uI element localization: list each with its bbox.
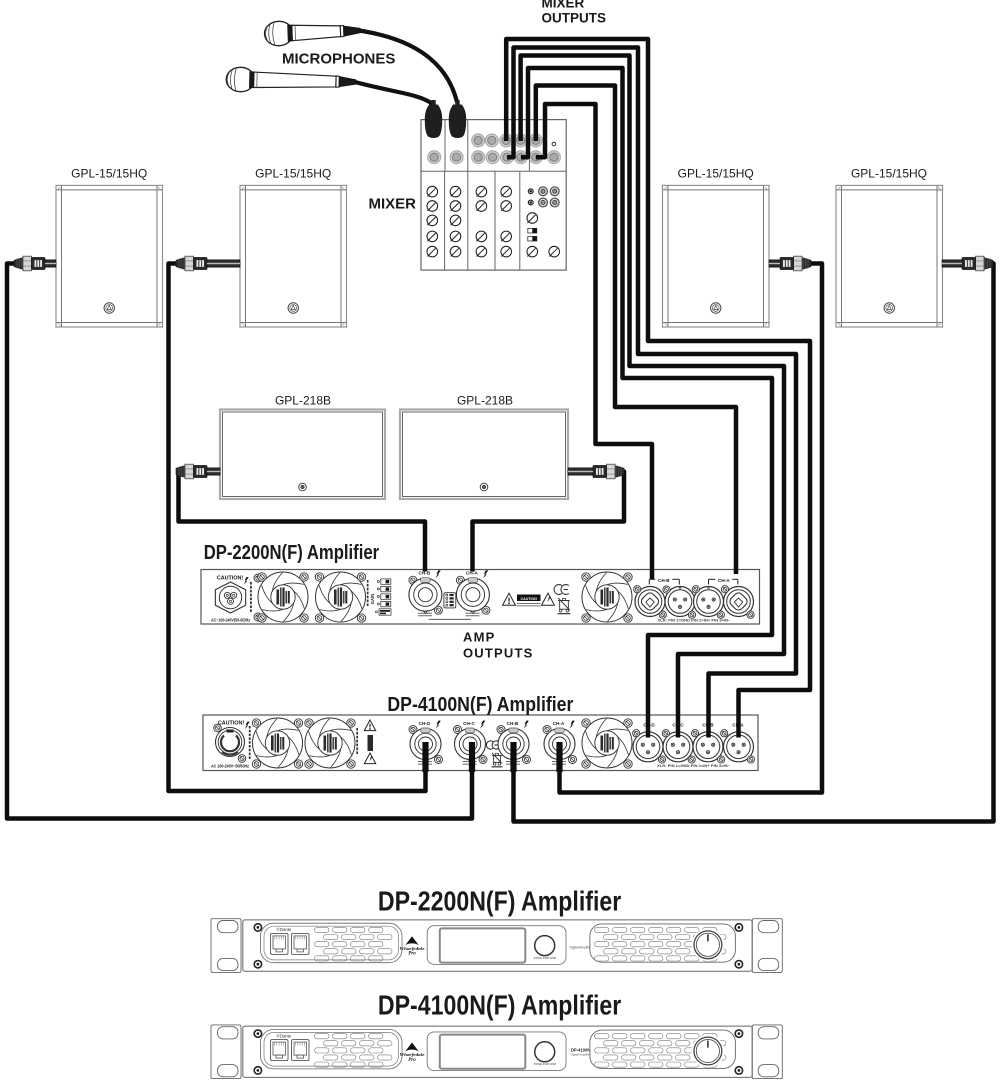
svg-text:DP-2200N(F) Amplifier: DP-2200N(F) Amplifier (204, 541, 379, 564)
svg-text:CH-A: CH-A (718, 578, 730, 583)
svg-text:GPL-15/15HQ: GPL-15/15HQ (71, 166, 147, 180)
svg-text:CH-B: CH-B (419, 571, 431, 576)
svg-text:Wharfedale: Wharfedale (400, 946, 425, 951)
svg-text:MIXER: MIXER (542, 0, 585, 11)
svg-text:GAIN: GAIN (370, 594, 375, 604)
svg-text:©Dante: ©Dante (277, 927, 292, 932)
svg-text:Digital Amplifier: Digital Amplifier (571, 1053, 591, 1057)
svg-text:GPL-15/15HQ: GPL-15/15HQ (851, 166, 927, 180)
svg-text:DP-4100N(F) Amplifier: DP-4100N(F) Amplifier (378, 990, 621, 1021)
svg-text:Wharfedale: Wharfedale (400, 1052, 425, 1057)
svg-text:OUTPUTS: OUTPUTS (542, 11, 607, 26)
svg-text:XLR: PIN 1=GND PIN 2=IN+ PIN: XLR: PIN 1=GND PIN 2=IN+ PIN 3=IN− (657, 764, 730, 768)
svg-text:XLR: PIN 1=GND PIN 2=IN+ PIN: XLR: PIN 1=GND PIN 2=IN+ PIN 3=IN− (658, 619, 731, 623)
svg-text:AC~100-240V(50-60)Hz: AC~100-240V(50-60)Hz (211, 618, 251, 623)
svg-text:PUSH FOR DSP: PUSH FOR DSP (534, 1062, 557, 1066)
svg-text:MIXER: MIXER (369, 196, 417, 213)
svg-text:GPL-218B: GPL-218B (275, 394, 331, 408)
svg-text:GPL-15/15HQ: GPL-15/15HQ (678, 166, 754, 180)
svg-text:CAUTION!: CAUTION! (218, 721, 245, 727)
svg-text:GPL-218B: GPL-218B (457, 394, 513, 408)
svg-text:GPL-15/15HQ: GPL-15/15HQ (255, 166, 331, 180)
svg-text:DP-4100N(F) Amplifier: DP-4100N(F) Amplifier (387, 693, 573, 716)
svg-text:Digital Amplifier: Digital Amplifier (570, 945, 593, 949)
svg-text:CAUTION!: CAUTION! (217, 576, 244, 582)
svg-text:Pro: Pro (408, 1058, 416, 1063)
svg-text:Pro: Pro (408, 952, 416, 957)
svg-text:CH-B: CH-B (658, 578, 670, 583)
svg-text:OUTPUTS: OUTPUTS (463, 646, 534, 661)
svg-text:CH-C: CH-C (463, 721, 475, 726)
svg-text:CH-D: CH-D (419, 721, 431, 726)
svg-text:CH-A: CH-A (466, 571, 478, 576)
svg-text:DP-2200N(F) Amplifier: DP-2200N(F) Amplifier (378, 886, 621, 917)
svg-text:AC 100-240V~50/60Hz: AC 100-240V~50/60Hz (211, 763, 250, 768)
svg-text:CAUTION: CAUTION (521, 597, 538, 601)
svg-text:DP-4100N: DP-4100N (571, 1047, 591, 1052)
svg-text:MICROPHONES: MICROPHONES (282, 51, 395, 68)
svg-text:PUSH FOR DSP: PUSH FOR DSP (534, 956, 557, 960)
svg-text:AMP: AMP (463, 630, 496, 645)
svg-text:CH-A: CH-A (553, 721, 565, 726)
svg-text:CH-B: CH-B (507, 721, 519, 726)
svg-text:©Dante: ©Dante (277, 1033, 292, 1038)
